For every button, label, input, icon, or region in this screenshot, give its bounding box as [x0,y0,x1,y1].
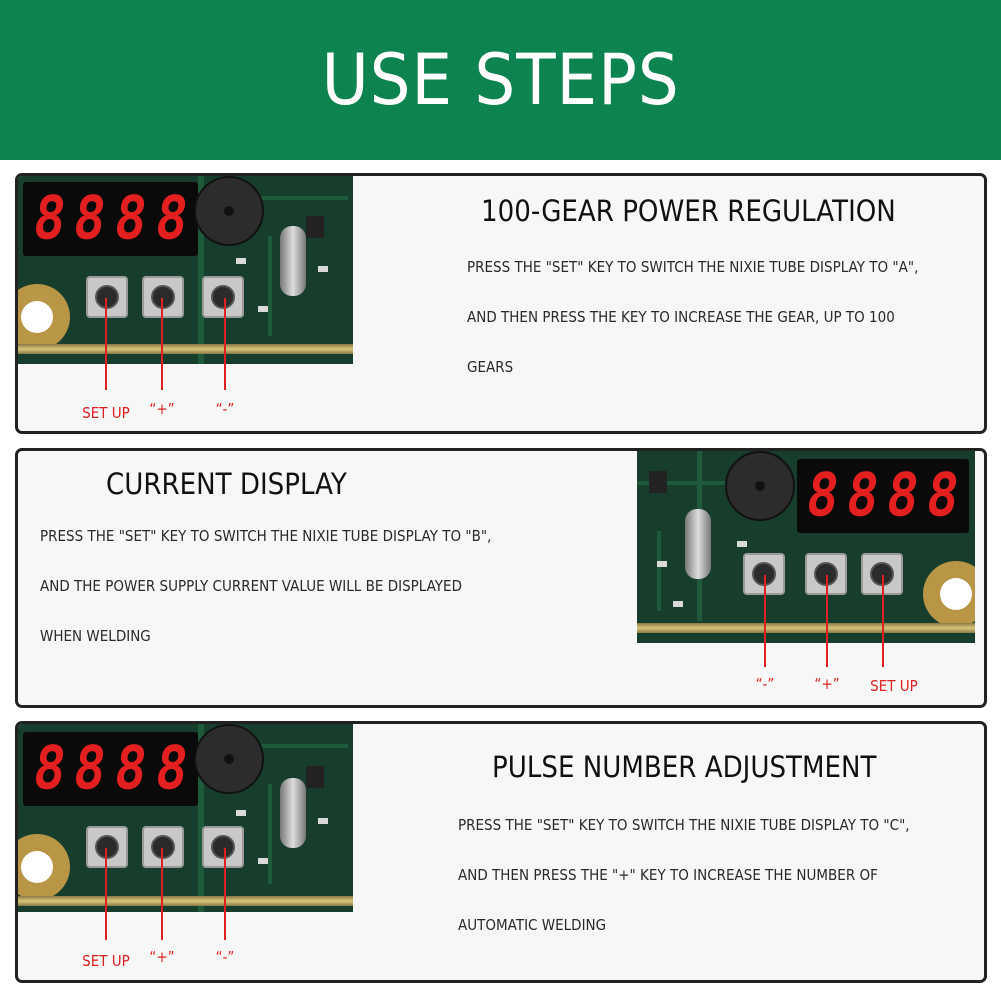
plus-label: “+” [814,675,840,693]
display-digit: 8 [69,734,111,804]
minus-button-icon [202,826,244,868]
plus-label: “+” [149,400,175,418]
buzzer-icon [725,451,795,521]
description-line: AUTOMATIC WELDING [458,916,607,934]
plus-label: “+” [149,948,175,966]
minus-button-icon [202,276,244,318]
plus-button-icon [142,276,184,318]
display-digit: 8 [882,461,924,531]
description-line: AND THEN PRESS THE "+" KEY TO INCREASE T… [458,866,878,884]
display-digit: 8 [110,184,152,254]
section-power-regulation: 8 8 8 8 SET UP “+” “-” 100-GEAR POWER RE… [15,173,987,434]
minus-leader-line [764,575,766,667]
set-up-label: SET UP [82,404,130,422]
set-button-icon [86,826,128,868]
circuit-board-photo: 8 8 8 8 [18,176,353,364]
description-line: PRESS THE "SET" KEY TO SWITCH THE NIXIE … [40,527,492,545]
display-digit: 8 [28,734,70,804]
seven-segment-display: 8 8 8 8 [797,459,969,533]
buzzer-icon [194,724,264,794]
circuit-board-photo: 8 8 8 8 [18,724,353,912]
header-banner: USE STEPS [0,0,1001,160]
seven-segment-display: 8 8 8 8 [23,732,198,806]
crystal-oscillator-icon [280,226,306,296]
display-digit: 8 [922,461,964,531]
display-digit: 8 [28,184,70,254]
buzzer-icon [194,176,264,246]
description-line: WHEN WELDING [40,627,151,645]
section-title: PULSE NUMBER ADJUSTMENT [492,750,877,784]
section-pulse-number: 8 8 8 8 SET UP “+” “-” PULSE NUMBER ADJU… [15,721,987,983]
display-digit: 8 [151,734,193,804]
circuit-board-photo: 8 8 8 8 [637,451,975,643]
set-leader-line [882,575,884,667]
display-digit: 8 [110,734,152,804]
seven-segment-display: 8 8 8 8 [23,182,198,256]
mounting-hole-icon [923,561,975,627]
minus-label: “-” [755,675,775,693]
section-current-display: CURRENT DISPLAY PRESS THE "SET" KEY TO S… [15,448,987,708]
mounting-hole-icon [18,284,70,350]
set-leader-line [105,848,107,940]
description-line: PRESS THE "SET" KEY TO SWITCH THE NIXIE … [467,258,919,276]
display-digit: 8 [69,184,111,254]
minus-leader-line [224,298,226,390]
section-title: 100-GEAR POWER REGULATION [481,194,896,228]
plus-leader-line [161,848,163,940]
description-line: PRESS THE "SET" KEY TO SWITCH THE NIXIE … [458,816,910,834]
description-line: AND THEN PRESS THE KEY TO INCREASE THE G… [467,308,895,326]
section-title: CURRENT DISPLAY [106,467,347,501]
set-up-label: SET UP [82,952,130,970]
plus-button-icon [142,826,184,868]
plus-leader-line [826,575,828,667]
display-digit: 8 [802,461,844,531]
set-button-icon [861,553,903,595]
display-digit: 8 [151,184,193,254]
description-line: GEARS [467,358,514,376]
set-leader-line [105,298,107,390]
minus-label: “-” [215,948,235,966]
plus-leader-line [161,298,163,390]
crystal-oscillator-icon [280,778,306,848]
description-line: AND THE POWER SUPPLY CURRENT VALUE WILL … [40,577,462,595]
set-up-label: SET UP [870,677,918,695]
crystal-oscillator-icon [685,509,711,579]
mounting-hole-icon [18,834,70,900]
set-button-icon [86,276,128,318]
minus-leader-line [224,848,226,940]
page-title: USE STEPS [321,39,680,121]
display-digit: 8 [842,461,884,531]
minus-label: “-” [215,400,235,418]
